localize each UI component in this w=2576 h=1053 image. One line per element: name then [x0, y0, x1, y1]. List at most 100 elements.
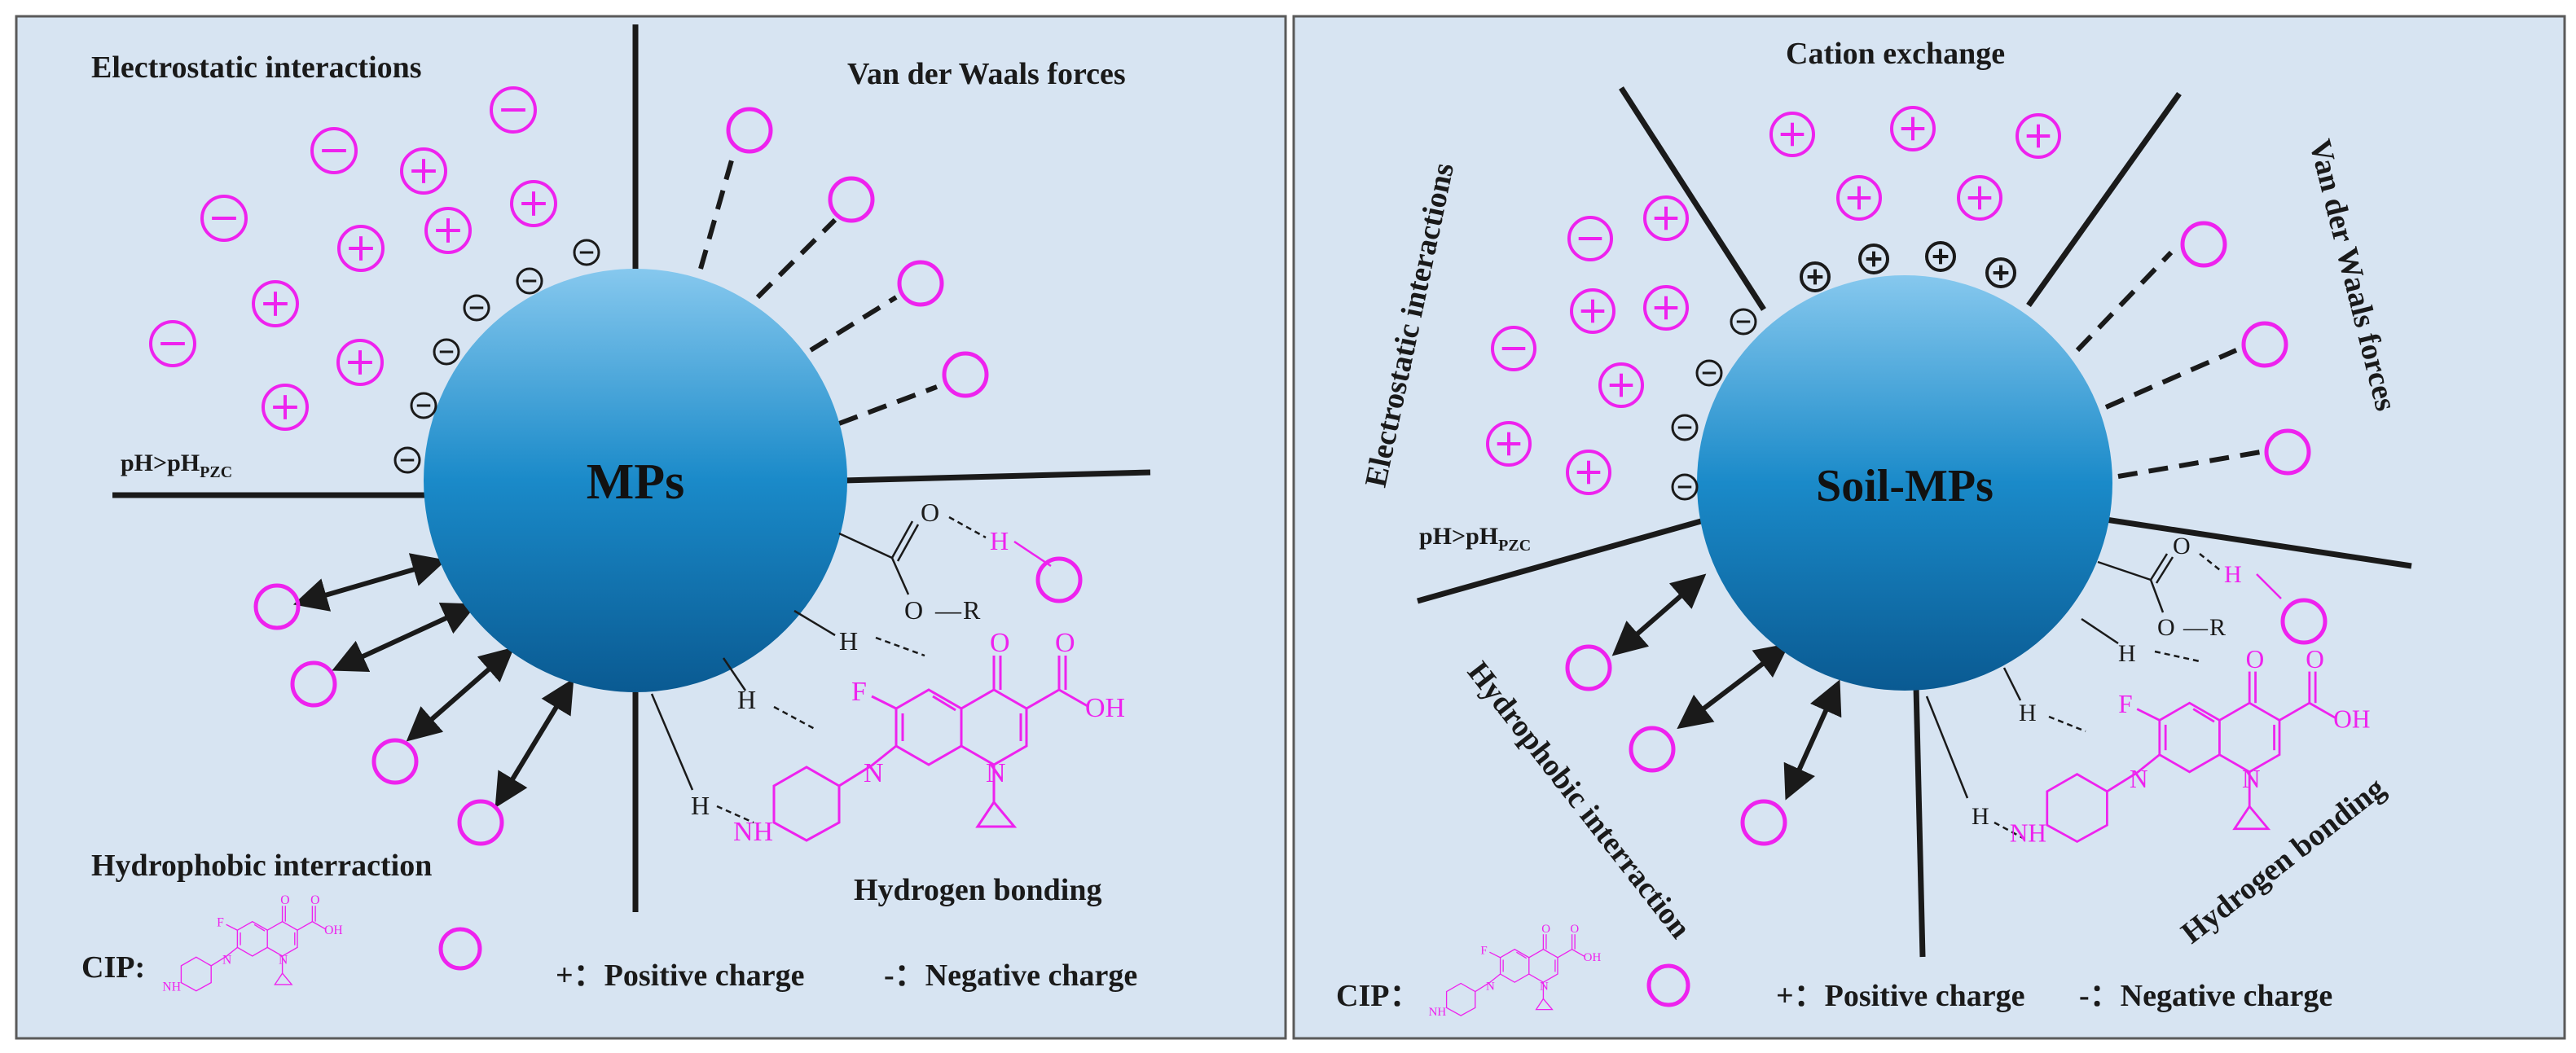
chem-atom-label: O — [990, 628, 1010, 658]
left-ph-sub: PZC — [200, 463, 232, 481]
left-legend-negative: -：Negative charge — [884, 959, 1137, 993]
surface-positive-charge — [1800, 261, 1831, 292]
left-cip-label: CIP: — [81, 950, 145, 985]
svg-text:O: O — [2173, 533, 2191, 559]
left-surface-negative-charges — [393, 239, 600, 474]
svg-text:—: — — [934, 595, 962, 625]
chem-atom-label: OH — [1584, 951, 1602, 964]
svg-text:H: H — [691, 791, 710, 820]
surface-negative-charge — [433, 338, 460, 366]
chem-atom-label: O — [1541, 923, 1550, 936]
negative-ion — [1567, 216, 1613, 261]
right-legend-positive: +：Positive charge — [1776, 979, 2025, 1013]
svg-text:—: — — [2183, 614, 2209, 641]
svg-text:H: H — [737, 685, 756, 714]
chem-atom-label: NH — [2010, 818, 2046, 847]
mps-sphere — [424, 269, 847, 692]
chem-atom-label: N — [864, 758, 884, 788]
surface-positive-charge — [1985, 257, 2016, 288]
positive-ion — [252, 280, 299, 327]
chem-atom-label: O — [2306, 645, 2324, 673]
chem-atom-label: NH — [733, 817, 773, 847]
right-cip-label: CIP： — [1336, 979, 1420, 1013]
left-pos-text: ：Positive charge — [574, 959, 805, 993]
cip-circle — [2241, 321, 2288, 368]
right-ph-sub: PZC — [1498, 537, 1531, 555]
chem-atom-label: N — [2242, 765, 2261, 793]
right-legend-negative: -：Negative charge — [2079, 979, 2332, 1013]
right-pos-symbol: + — [1776, 979, 1794, 1013]
left-ph-main: pH>pH — [121, 450, 200, 476]
positive-ion — [336, 339, 384, 386]
soil-mps-sphere — [1697, 275, 2112, 691]
positive-ion — [1486, 421, 1532, 467]
chem-atom-label: N — [1540, 980, 1549, 993]
right-chem-text: O O — R H H H — [1972, 533, 2226, 830]
chem-atom-label: O — [1055, 628, 1075, 658]
positive-ion — [1643, 285, 1689, 331]
negative-ion — [149, 320, 196, 367]
positive-ion — [400, 147, 447, 195]
svg-text:O: O — [2157, 614, 2175, 641]
chem-atom-label: O — [280, 893, 289, 907]
cip-circle — [2180, 221, 2227, 268]
chem-atom-label: O — [2246, 645, 2265, 673]
cip-circle — [1565, 644, 1612, 691]
chem-atom-label: F — [217, 916, 224, 930]
right-free-ions — [1486, 106, 2061, 495]
right-legend-cip-circle — [1646, 963, 1690, 1007]
surface-positive-charge — [1858, 244, 1889, 274]
right-cation-label: Cation exchange — [1786, 37, 2005, 71]
cip-circle — [1740, 799, 1787, 846]
surface-negative-charge — [393, 446, 421, 474]
left-carboxyl-group — [650, 516, 987, 824]
chem-atom-label: OH — [324, 924, 343, 937]
cip-circle — [457, 799, 504, 846]
left-divider-lines — [112, 24, 1151, 912]
left-free-ions — [149, 86, 557, 431]
chem-atom-label: N — [2130, 765, 2148, 793]
left-h-magenta: H — [990, 526, 1009, 555]
chem-atom-label: OH — [2333, 705, 2370, 734]
right-h-magenta: H — [2224, 561, 2242, 588]
svg-text:H: H — [839, 626, 858, 656]
left-vdw-label: Van der Waals forces — [847, 57, 1126, 91]
positive-ion — [262, 384, 309, 431]
left-electrostatic-label: Electrostatic interactions — [91, 50, 422, 85]
right-cip-circles — [1565, 221, 2328, 846]
left-neg-text: ：Negative charge — [895, 959, 1138, 993]
chem-atom-label: N — [279, 954, 288, 967]
negative-ion — [310, 127, 358, 174]
left-chem-text: O O — R H H H — [691, 498, 981, 820]
cip-circle — [253, 583, 301, 630]
surface-negative-charge — [1695, 359, 1723, 387]
cip-circle — [828, 176, 875, 223]
svg-text:R: R — [2209, 614, 2226, 641]
right-surface-positive-charges — [1800, 241, 2016, 292]
svg-text:H: H — [2019, 700, 2037, 726]
left-hydrophobic-arrows — [292, 553, 574, 809]
svg-text:O: O — [921, 498, 939, 527]
positive-ion — [1957, 175, 2002, 221]
negative-ion — [200, 195, 248, 242]
chem-atom-label: O — [1570, 923, 1579, 936]
surface-negative-charge — [410, 392, 437, 419]
positive-ion — [1570, 288, 1615, 334]
right-pos-text: ：Positive charge — [1794, 979, 2025, 1013]
chem-atom-label: NH — [1429, 1006, 1447, 1019]
cip-circle — [1629, 726, 1676, 773]
cip-circle — [726, 107, 773, 154]
surface-positive-charge — [1925, 241, 1956, 272]
svg-text:H: H — [1972, 803, 1989, 830]
cip-circle — [897, 260, 944, 307]
chem-atom-label: O — [310, 893, 319, 907]
right-neg-symbol: - — [2079, 979, 2090, 1013]
positive-ion — [337, 225, 385, 272]
left-neg-symbol: - — [884, 959, 895, 993]
left-legend-cip-circle — [438, 927, 482, 971]
right-ph-label: pH>pHPZC — [1419, 523, 1531, 555]
positive-ion — [1643, 195, 1689, 241]
